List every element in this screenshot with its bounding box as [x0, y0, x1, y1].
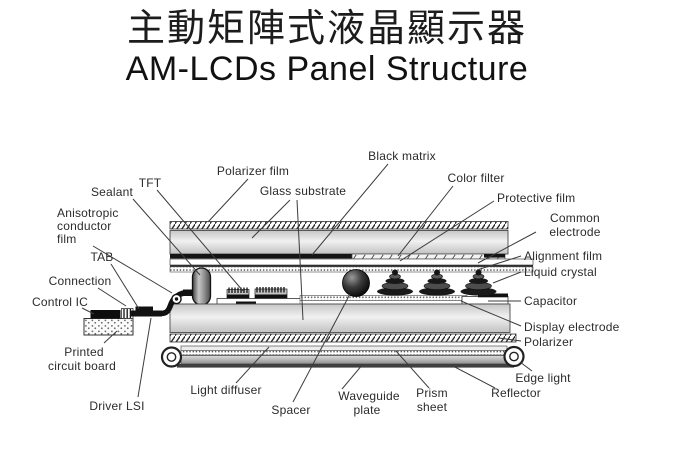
label-pcb-line2: circuit board [48, 359, 116, 373]
label-control-ic: Control IC [32, 295, 88, 309]
label-alignment-film: Alignment film [524, 249, 602, 263]
light-diffuser-layer [180, 345, 508, 351]
label-spacer: Spacer [271, 403, 310, 417]
label-black-matrix: Black matrix [368, 149, 436, 163]
label-common-electrode-line2: electrode [549, 225, 600, 239]
edge-light-lamp-right [503, 345, 525, 368]
label-polarizer-film: Polarizer film [217, 164, 289, 178]
control-ic-chip [90, 310, 121, 319]
label-waveguide-plate-line1: Waveguide [338, 389, 400, 403]
color-filter-end-segment [484, 254, 505, 258]
label-liquid-crystal: Liquid crystal [524, 265, 597, 279]
label-waveguide-plate-line2: plate [353, 403, 380, 417]
waveguide-plate-layer [180, 355, 508, 365]
label-capacitor: Capacitor [524, 294, 577, 308]
tft-element [226, 287, 288, 299]
label-edge-light: Edge light [515, 371, 571, 385]
label-glass-substrate: Glass substrate [260, 184, 346, 198]
sealant-capsule [191, 267, 212, 306]
bottom-polarizer-layer [169, 333, 517, 343]
prism-sheet-layer [180, 350, 508, 356]
label-color-filter: Color filter [447, 171, 504, 185]
liquid-crystal-stack [376, 269, 414, 296]
page-title-english: AM-LCDs Panel Structure [126, 50, 529, 88]
label-common-electrode-line1: Common [550, 211, 600, 225]
liquid-crystal-stack [418, 269, 456, 296]
label-protective-film: Protective film [497, 191, 575, 205]
label-driver-lsi: Driver LSI [89, 399, 144, 413]
label-tft: TFT [139, 176, 162, 190]
tab-flex-foot [183, 289, 193, 296]
tft-pad [236, 301, 256, 305]
acf-connection-point [171, 293, 182, 305]
driver-lsi-chip [135, 306, 153, 312]
label-display-electrode: Display electrode [524, 320, 620, 334]
leader-lines [81, 163, 537, 403]
display-electrode-layer [299, 295, 468, 301]
top-glass-substrate-layer [169, 230, 509, 255]
common-electrode-layer [170, 265, 533, 267]
label-sealant: Sealant [91, 185, 134, 199]
label-pcb-line1: Printed [64, 345, 103, 359]
black-matrix-layer [170, 254, 352, 259]
capacitor-element [461, 296, 509, 305]
capacitor-top-plate [478, 293, 508, 298]
edge-light-lamp-left [160, 346, 183, 368]
page-title-chinese: 主動矩陣式液晶顯示器 [127, 6, 527, 50]
bottom-glass-substrate-layer [169, 303, 511, 333]
label-anisotropic-conductor-film-line1: Anisotropic [57, 206, 119, 220]
label-polarizer-bottom: Polarizer [524, 335, 573, 349]
protective-film-layer [169, 258, 534, 266]
printed-circuit-board [83, 318, 134, 336]
label-tab: TAB [90, 250, 113, 264]
color-filter-layer [351, 253, 506, 260]
label-prism-sheet-line1: Prism [416, 386, 448, 400]
reflector-layer [177, 364, 514, 368]
label-reflector: Reflector [491, 386, 541, 400]
label-light-diffuser: Light diffuser [190, 383, 261, 397]
liquid-crystal-stack [460, 269, 497, 296]
top-polarizer-film-layer [169, 221, 509, 230]
spacer-ball [342, 269, 370, 297]
label-connection: Connection [49, 274, 112, 288]
tab-flex-bar [131, 310, 162, 317]
label-anisotropic-conductor-film-line2: conductor [57, 219, 112, 233]
label-anisotropic-conductor-film-line3: film [57, 232, 76, 246]
display-electrode-base [299, 300, 468, 305]
label-prism-sheet-line2: sheet [417, 400, 448, 414]
